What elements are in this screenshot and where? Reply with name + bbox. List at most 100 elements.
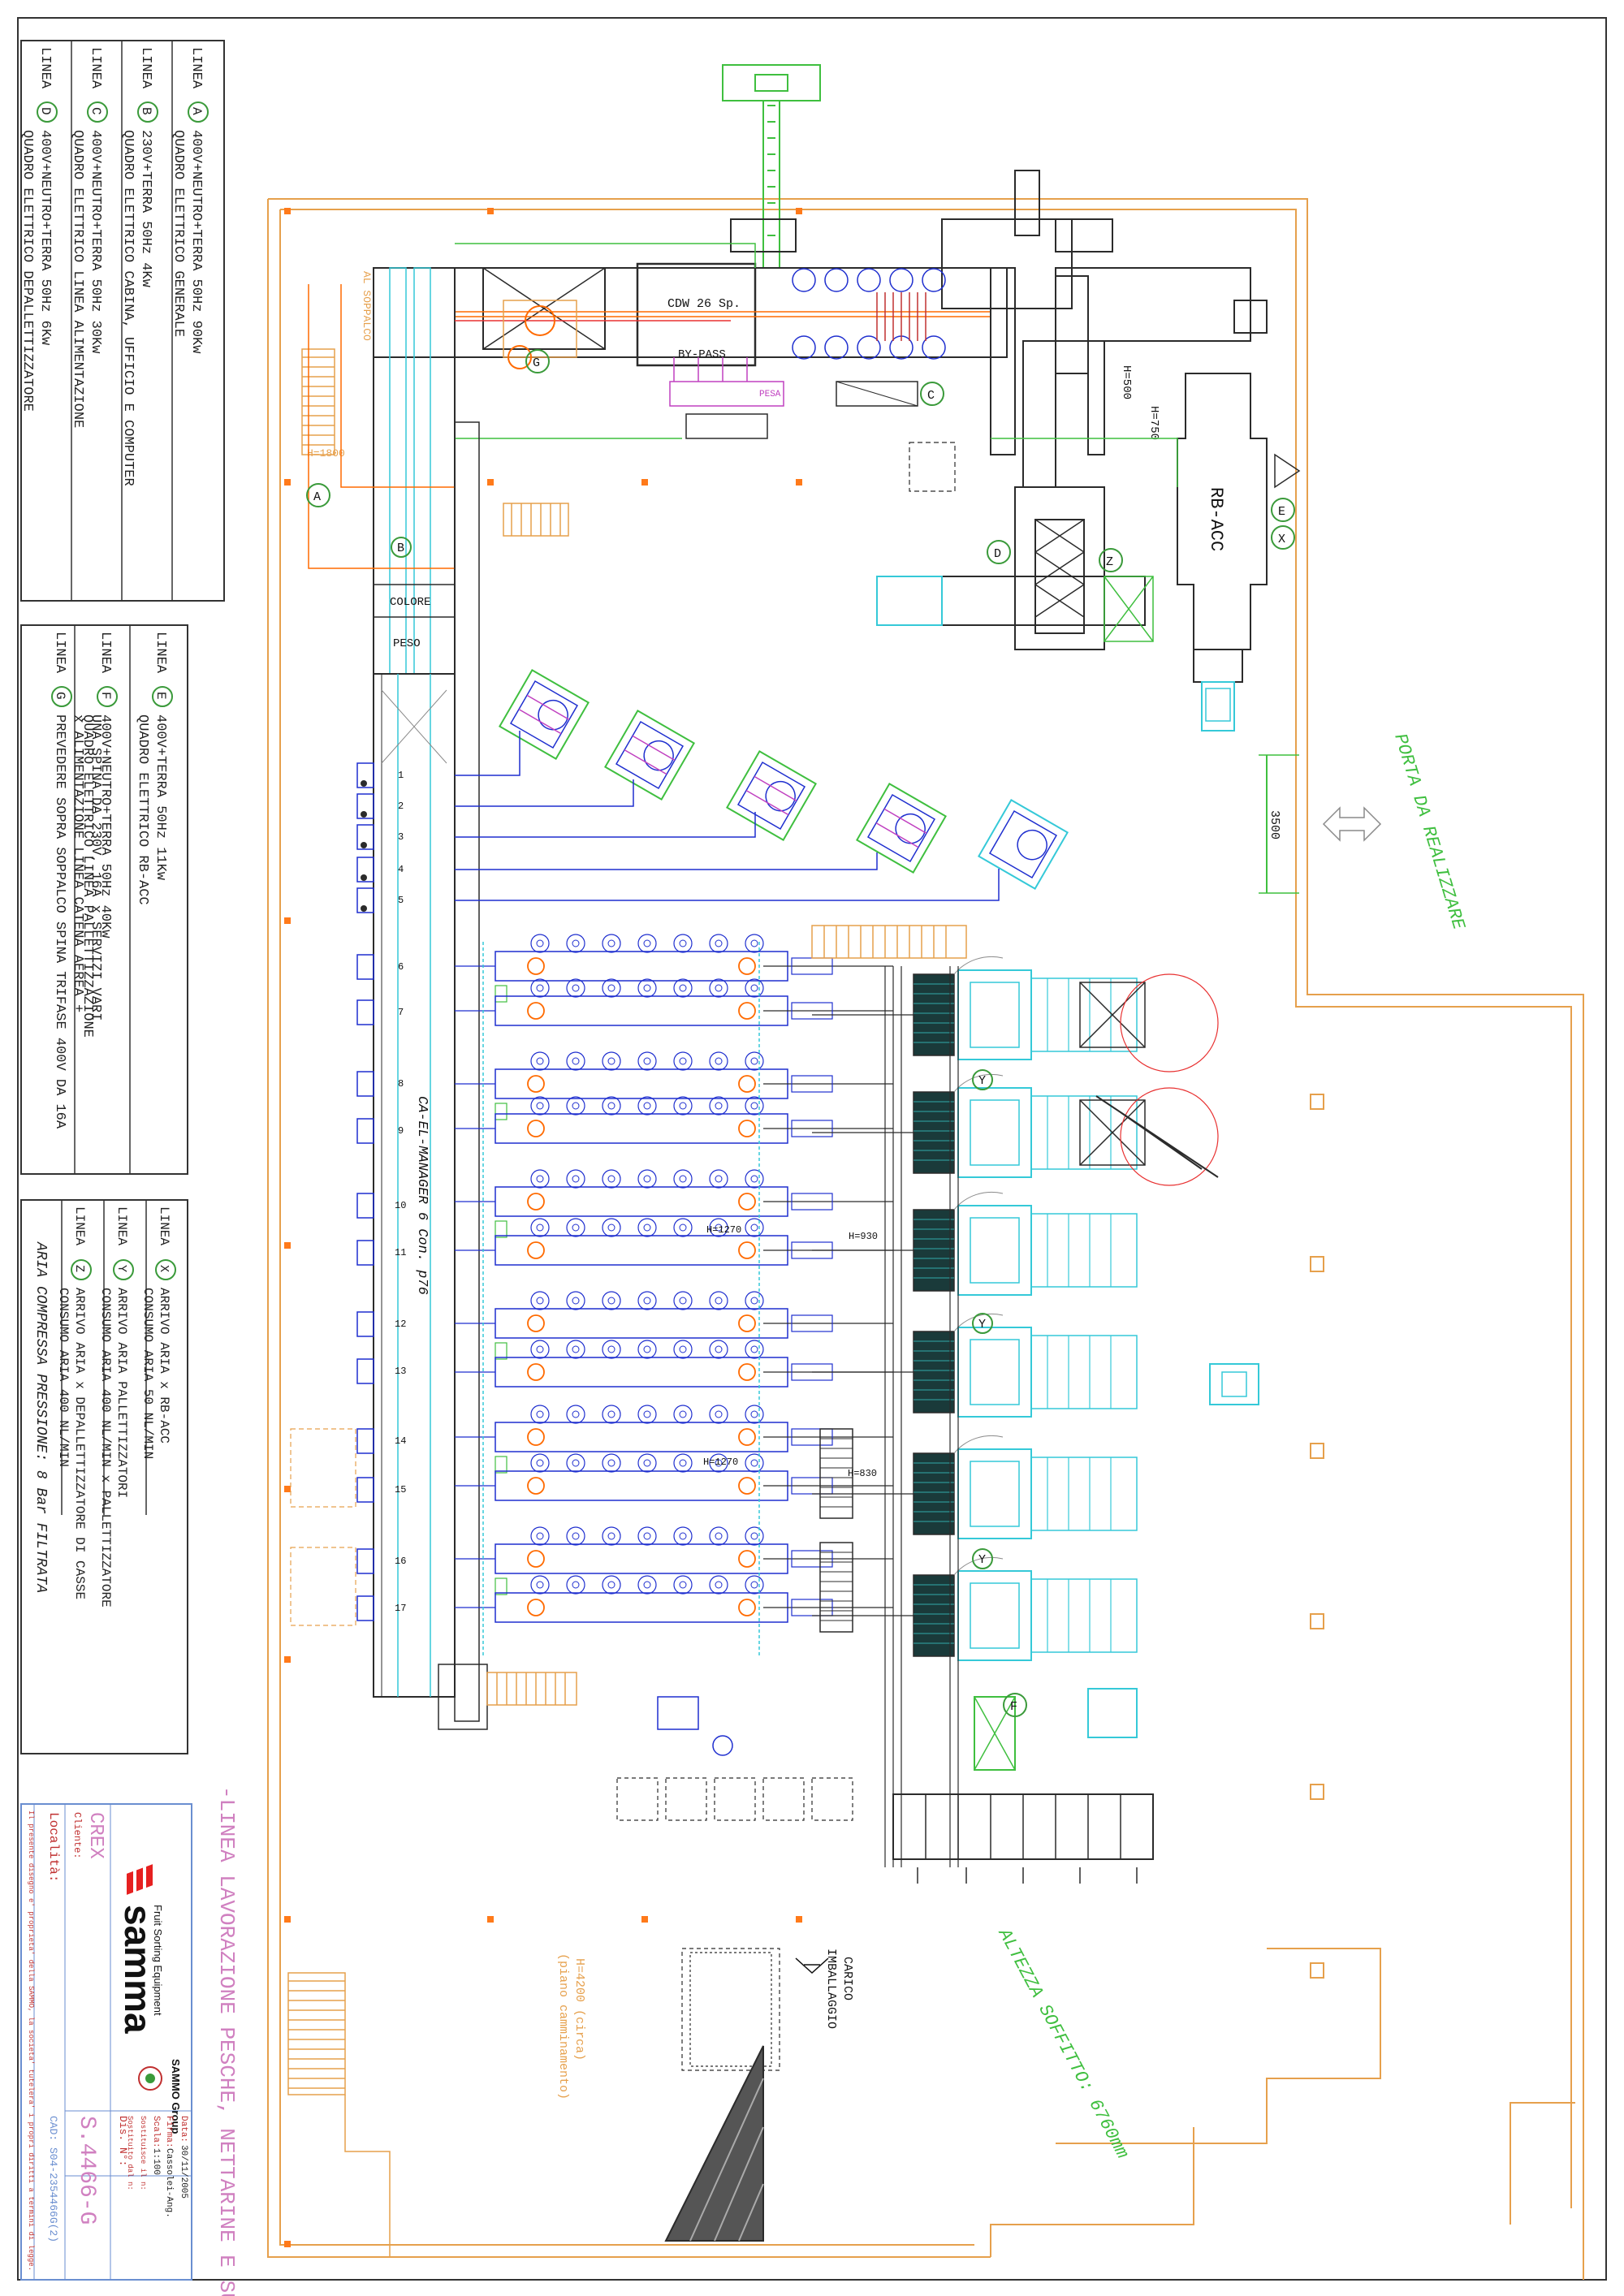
title-scala: 1:100 xyxy=(151,2148,161,2175)
legend-g-circle xyxy=(51,686,72,707)
dim-3500: 3500 xyxy=(1268,810,1281,839)
outlet-3: 3 xyxy=(398,831,404,843)
sizing-lane xyxy=(455,1291,893,1360)
outlet-17: 17 xyxy=(395,1603,406,1614)
legend-power-2: LINEA E 400V+TERRA 50Hz 11Kw QUADRO ELET… xyxy=(20,624,188,1175)
outlet-2: 2 xyxy=(398,801,404,812)
legend-power2-frame xyxy=(20,624,188,1175)
infeed-rollers xyxy=(792,268,946,360)
outlet-9: 9 xyxy=(398,1125,404,1137)
marker-b: B xyxy=(391,537,412,558)
outlet-7: 7 xyxy=(398,1007,404,1018)
marker-c: C xyxy=(920,382,944,406)
title-cliente-label: Cliente: xyxy=(71,1812,83,1859)
legend-b-circle xyxy=(137,101,158,123)
h1800-label: H=1800 xyxy=(307,447,345,460)
lane-end-unit xyxy=(819,1542,853,1633)
outlet-13: 13 xyxy=(395,1366,406,1377)
legend-a-circle xyxy=(188,101,209,123)
legend-c-line: LINEA xyxy=(88,47,103,89)
legend-power-frame xyxy=(20,40,225,602)
legend-x-circle xyxy=(155,1259,176,1280)
legend-e-text1: 400V+TERRA 50Hz 11Kw xyxy=(153,714,168,881)
bin-fillers xyxy=(455,668,1069,901)
sizing-lane xyxy=(455,1453,893,1501)
marker-g-text: G xyxy=(533,356,540,370)
title-block-frame xyxy=(20,1803,192,2281)
legend-z-circle xyxy=(71,1259,92,1280)
legend-d-text2: QUADRO ELETTRICO DEPALLETTIZZATORE xyxy=(19,130,35,412)
samma-logo xyxy=(127,1864,153,1895)
legend-e-circle xyxy=(152,686,173,707)
palletizer-station xyxy=(812,1191,1138,1296)
legend-z-text1: ARRIVO ARIA x DEPALLETTIZZATORE DI CASSE xyxy=(72,1288,87,1599)
title-group: SAMMO Group xyxy=(170,2059,182,2134)
legend-d-text1: 400V+NEUTRO+TERRA 50Hz 6Kw xyxy=(37,130,53,346)
columns xyxy=(284,208,802,2247)
legend-g-letter: G xyxy=(53,692,67,700)
lane-end-unit xyxy=(819,1428,853,1519)
title-disclaimer: Il presente disegno e' proprieta' della … xyxy=(27,1810,35,2271)
legend-air: LINEA X ARRIVO ARIA x RB-ACC CONSUMO ARI… xyxy=(20,1199,188,1754)
title-cliente: CREX xyxy=(84,1812,106,1859)
marker-g: G xyxy=(525,349,550,373)
title-data: 30/11/2005 xyxy=(179,2145,188,2199)
legend-e-text2: QUADRO ELETTRICO RB-ACC xyxy=(135,714,150,905)
outlet-8: 8 xyxy=(398,1078,404,1090)
outer-wall xyxy=(267,198,1584,2280)
main-sorter: 1 2 3 4 5 6 7 8 9 10 11 12 13 14 15 16 1… xyxy=(290,421,488,1730)
sizing-lane xyxy=(455,934,893,1003)
marker-y1-text: Y xyxy=(978,1074,986,1088)
title-firma-label: Firma: xyxy=(164,2116,174,2148)
title-scala-label: Scala: xyxy=(151,2116,161,2148)
legend-y-letter: Y xyxy=(114,1265,128,1272)
legend-power: LINEA A 400V+NEUTRO+TERRA 50Hz 90Kw QUAD… xyxy=(19,40,225,602)
legend-x-text1: ARRIVO ARIA x RB-ACC xyxy=(157,1288,171,1444)
legend-d-letter: D xyxy=(38,107,53,115)
sizing-lane xyxy=(455,1096,893,1144)
stairs-top xyxy=(301,348,569,537)
legend-a-text2: QUADRO ELETTRICO GENERALE xyxy=(171,130,186,337)
h1270b-label: H=1270 xyxy=(703,1457,738,1468)
sizing-lane xyxy=(455,1218,893,1266)
legend-d-line: LINEA xyxy=(37,47,53,89)
outlet-6: 6 xyxy=(398,961,404,973)
legend-e-letter: E xyxy=(153,692,168,700)
legend-y-line: LINEA xyxy=(114,1206,129,1245)
outlet-4: 4 xyxy=(398,864,404,875)
sizing-lanes xyxy=(455,934,893,1656)
marker-y1: Y xyxy=(972,1069,993,1090)
title-brand: samma xyxy=(117,1905,159,2034)
cdw-label: CDW 26 Sp. xyxy=(667,297,741,311)
carico-label: CARICO xyxy=(840,1957,854,2000)
outlet-1: 1 xyxy=(398,770,404,781)
h500-label: H=500 xyxy=(1120,365,1133,399)
pesa-label: PESA xyxy=(759,390,781,399)
altezza-label: ALTEZZA SOFFITTO: 6760mm xyxy=(993,1924,1133,2162)
legend-y-text2: CONSUMO ARIA 400 NL/MIN x PALLETTIZZATOR… xyxy=(98,1288,113,1608)
marker-a-text: A xyxy=(313,490,321,504)
inner-wall xyxy=(279,209,1572,2246)
palletizer-station xyxy=(812,1435,1138,1539)
porta-label: PORTA DA REALIZZARE xyxy=(1389,732,1468,933)
title-localita-label: Località: xyxy=(46,1812,61,1882)
outlet-14: 14 xyxy=(395,1435,406,1447)
legend-a-text1: 400V+NEUTRO+TERRA 50Hz 90Kw xyxy=(188,130,204,354)
marker-f: F xyxy=(1003,1693,1027,1717)
title-block: Il presente disegno e' proprieta' della … xyxy=(20,1803,192,2281)
legend-g-line: LINEA xyxy=(52,632,67,674)
infeed-area: CDW 26 Sp. BY-PASS PESA H=500 xyxy=(301,64,1301,732)
legend-f-line: LINEA xyxy=(97,632,113,674)
peso-label: PESO xyxy=(393,637,421,650)
h4200-label: H=4200 (circa) xyxy=(572,1958,586,2061)
sheet-border xyxy=(17,17,1607,2281)
marker-x: X xyxy=(1271,525,1295,550)
marker-y2-text: Y xyxy=(978,1318,986,1331)
legend-b-text2: QUADRO ELETTRICO CABINA, UFFICIO E COMPU… xyxy=(120,130,136,486)
legend-e-line: LINEA xyxy=(153,632,168,674)
palletizer-station xyxy=(812,1073,1146,1178)
legend-c-text2: QUADRO ELETTRICO LINEA ALIMENTAZIONE xyxy=(70,130,85,428)
legend-g-text1: PREVEDERE SOPRA SOPPALCO SPINA TRIFASE 4… xyxy=(52,714,67,1129)
legend-a-line: LINEA xyxy=(188,47,204,89)
